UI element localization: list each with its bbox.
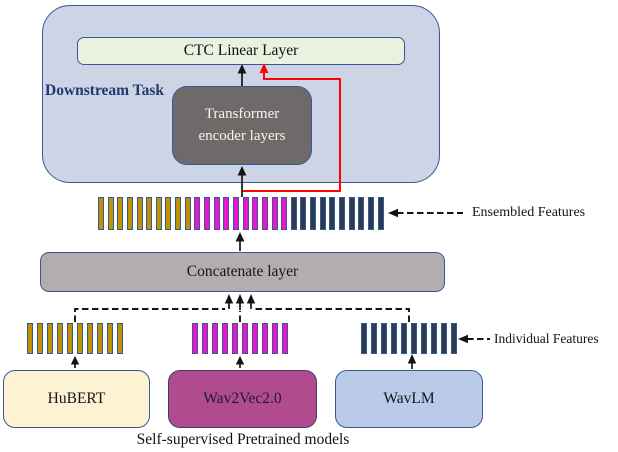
feature-bar [310, 197, 317, 230]
feature-bar [319, 197, 326, 230]
feature-bar [431, 323, 437, 354]
concatenate-layer-label: Concatenate layer [186, 263, 299, 280]
feature-bar [451, 323, 457, 354]
feature-bar [175, 197, 182, 230]
arrow-hubert-to-bars [70, 356, 80, 368]
feature-bar [136, 197, 143, 230]
feature-bar [146, 197, 153, 230]
feature-bar [401, 323, 407, 354]
concatenate-layer-box: Concatenate layer [40, 252, 445, 292]
feature-bar [281, 197, 288, 230]
feature-bar [117, 323, 123, 354]
feature-bar [27, 323, 33, 354]
individual-features-label: Individual Features [494, 331, 599, 346]
feature-bar [202, 323, 208, 354]
feature-bar [126, 197, 133, 230]
downstream-task-label: Downstream Task [45, 82, 165, 99]
feature-bar [223, 197, 230, 230]
wav2vec-features-bars [192, 323, 288, 354]
transformer-encoder-box: Transformer encoder layers [172, 86, 312, 165]
feature-bar [97, 323, 103, 354]
feature-bar [361, 323, 367, 354]
hubert-features-bars [27, 323, 123, 354]
feature-bar [192, 323, 198, 354]
feature-bar [232, 323, 238, 354]
arrow-wav2vec-to-bars [235, 356, 245, 368]
feature-bar [252, 323, 258, 354]
feature-bar [47, 323, 53, 354]
feature-bar [184, 197, 191, 230]
arrow-concat-to-bars [235, 232, 245, 251]
feature-bar [212, 323, 218, 354]
feature-bar [107, 197, 114, 230]
wavlm-features-bars [361, 323, 457, 354]
feature-bar [194, 197, 201, 230]
feature-bar [242, 323, 248, 354]
feature-bar [358, 197, 365, 230]
hubert-model-box: HuBERT [3, 370, 150, 428]
feature-bar [339, 197, 346, 230]
feature-bar [290, 197, 297, 230]
hubert-label: HuBERT [47, 390, 106, 407]
feature-bar [232, 197, 239, 230]
dashed-route-wavlm [255, 308, 410, 322]
feature-bar [441, 323, 447, 354]
feature-bar [204, 197, 211, 230]
feature-bar [98, 197, 104, 230]
feature-bar [242, 197, 249, 230]
feature-bar [371, 323, 377, 354]
feature-bar [57, 323, 63, 354]
feature-bar [117, 197, 124, 230]
feature-bar [252, 197, 259, 230]
feature-bar [77, 323, 83, 354]
ensembled-features-bars [98, 197, 384, 230]
ctc-linear-layer-box: CTC Linear Layer [77, 37, 405, 65]
wav2vec-model-box: Wav2Vec2.0 [168, 370, 317, 428]
diagram-caption: Self-supervised Pretrained models [136, 431, 350, 448]
feature-bar [272, 323, 278, 354]
feature-bar [381, 323, 387, 354]
transformer-encoder-label: Transformer encoder layers [198, 105, 286, 144]
feature-bar [165, 197, 172, 230]
feature-bar [87, 323, 93, 354]
feature-bar [300, 197, 307, 230]
feature-bar [67, 323, 73, 354]
ctc-linear-layer-label: CTC Linear Layer [183, 42, 299, 59]
wav2vec-label: Wav2Vec2.0 [203, 390, 282, 407]
ensembled-features-label: Ensembled Features [472, 205, 586, 220]
arrows-into-concat [224, 294, 256, 310]
feature-bar [391, 323, 397, 354]
ensembled-features-pointer [388, 208, 463, 218]
feature-bar [271, 197, 278, 230]
dashed-route-hubert [74, 308, 225, 322]
feature-bar [261, 197, 268, 230]
feature-bar [107, 323, 113, 354]
wavlm-model-box: WavLM [335, 370, 483, 428]
feature-bar [222, 323, 228, 354]
arrow-wavlm-to-bars [407, 354, 417, 369]
feature-bar [411, 323, 417, 354]
feature-bar [213, 197, 220, 230]
feature-bar [377, 197, 384, 230]
feature-bar [348, 197, 355, 230]
wavlm-label: WavLM [383, 390, 435, 407]
feature-bar [421, 323, 427, 354]
individual-features-pointer [458, 334, 490, 344]
feature-bar [155, 197, 162, 230]
feature-bar [262, 323, 268, 354]
feature-bar [329, 197, 336, 230]
feature-bar [367, 197, 374, 230]
feature-bar [282, 323, 288, 354]
feature-bar [37, 323, 43, 354]
